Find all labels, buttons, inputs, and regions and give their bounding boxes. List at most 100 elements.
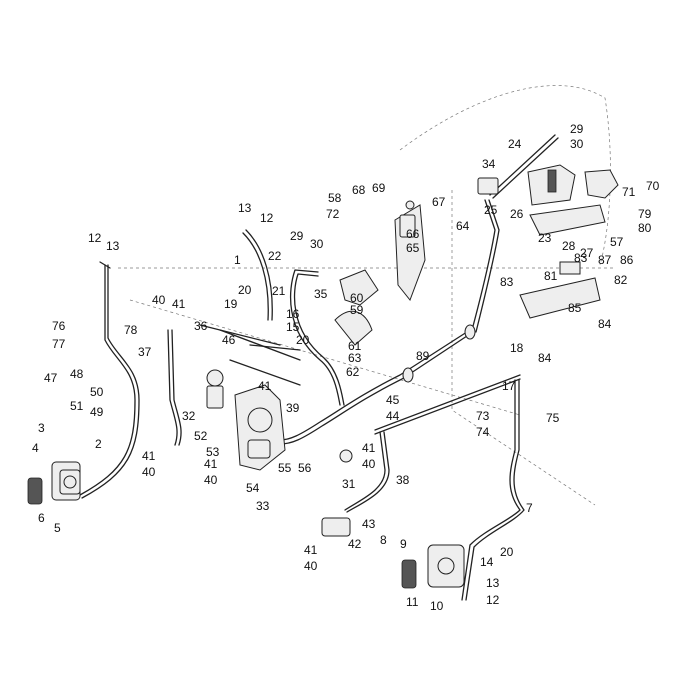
pedal-bracket [394,200,426,301]
callout-20: 20 [238,283,252,297]
guide-line [399,85,611,266]
callout-5: 5 [54,521,61,535]
callout-85: 85 [568,301,582,315]
callout-70: 70 [646,179,660,193]
callout-12: 12 [486,593,500,607]
callout-40: 40 [142,465,156,479]
bracket-81 [519,261,601,319]
callout-40: 40 [204,473,218,487]
callout-26: 26 [510,207,524,221]
callout-31: 31 [342,477,356,491]
callout-65: 65 [406,241,420,255]
brake-line-46 [219,329,301,361]
hose-1 [242,232,269,321]
callout-18: 18 [510,341,524,355]
callout-51: 51 [70,399,84,413]
callout-69: 69 [372,181,386,195]
callout-45: 45 [386,393,400,407]
callout-86: 86 [620,253,634,267]
callout-12: 12 [88,231,102,245]
callout-63: 63 [348,351,362,365]
callout-41: 41 [204,457,218,471]
callout-30: 30 [570,137,584,151]
callout-68: 68 [352,183,366,197]
front-left-caliper [27,461,81,505]
callout-11: 11 [406,595,419,609]
callout-67: 67 [432,195,446,209]
callout-74: 74 [476,425,490,439]
rod-24-outer [492,137,559,199]
callout-6: 6 [38,511,45,525]
callout-4: 4 [32,441,39,455]
callout-52: 52 [194,429,208,443]
bracket-26 [529,204,606,236]
callout-3: 3 [38,421,45,435]
tube-44 [374,374,521,431]
brake-hose-left-outer [81,264,140,499]
callout-83: 83 [574,251,588,265]
callout-44: 44 [386,409,400,423]
callout-41: 41 [142,449,156,463]
abs-modulator [334,269,379,346]
tube-89-outer [279,333,471,445]
tube-22 [289,269,341,406]
callout-80: 80 [638,221,652,235]
tube-joint [464,324,476,340]
callout-53: 53 [206,445,220,459]
callout-19: 19 [224,297,238,311]
tube-89 [279,329,471,441]
callout-49: 49 [90,405,104,419]
hose-7-outer [465,379,525,601]
callout-20: 20 [500,545,514,559]
callout-55: 55 [278,461,292,475]
callout-24: 24 [508,137,522,151]
callout-61: 61 [348,339,362,353]
hose-37-outer [171,329,182,446]
tube-64-outer [475,199,500,333]
callout-8: 8 [380,533,387,547]
callout-30: 30 [310,237,324,251]
callout-29: 29 [290,229,304,243]
callout-34: 34 [482,157,496,171]
callout-9: 9 [400,537,407,551]
callout-64: 64 [456,219,470,233]
junction-42 [321,517,351,537]
tube-38 [344,431,386,511]
callout-78: 78 [124,323,138,337]
callout-59: 59 [350,303,364,317]
callout-10: 10 [430,599,444,613]
rear-caliper [401,544,465,589]
hose-7 [461,379,521,601]
callout-20: 20 [296,333,310,347]
callout-2: 2 [95,437,102,451]
callout-50: 50 [90,385,104,399]
callout-62: 62 [346,365,360,379]
grommet-31 [339,449,353,463]
guide-line [451,190,596,506]
callout-41: 41 [258,379,272,393]
callout-13: 13 [486,576,500,590]
callout-47: 47 [44,371,58,385]
callout-89: 89 [416,349,430,363]
callout-12: 12 [260,211,274,225]
hose-37 [167,329,178,446]
callout-41: 41 [362,441,376,455]
tube-38-outer [346,431,390,513]
callout-56: 56 [298,461,312,475]
callout-71: 71 [622,185,636,199]
rod-24 [489,134,556,196]
callout-82: 82 [614,273,628,287]
callout-23: 23 [538,231,552,245]
callout-84: 84 [598,317,612,331]
brake-line-15 [249,344,301,351]
guide-line [129,299,521,416]
brake-line-48 [229,359,301,386]
callout-76: 76 [52,319,66,333]
tube-64 [471,199,496,331]
callout-7: 7 [526,501,533,515]
callout-79: 79 [638,207,652,221]
callout-66: 66 [406,227,420,241]
